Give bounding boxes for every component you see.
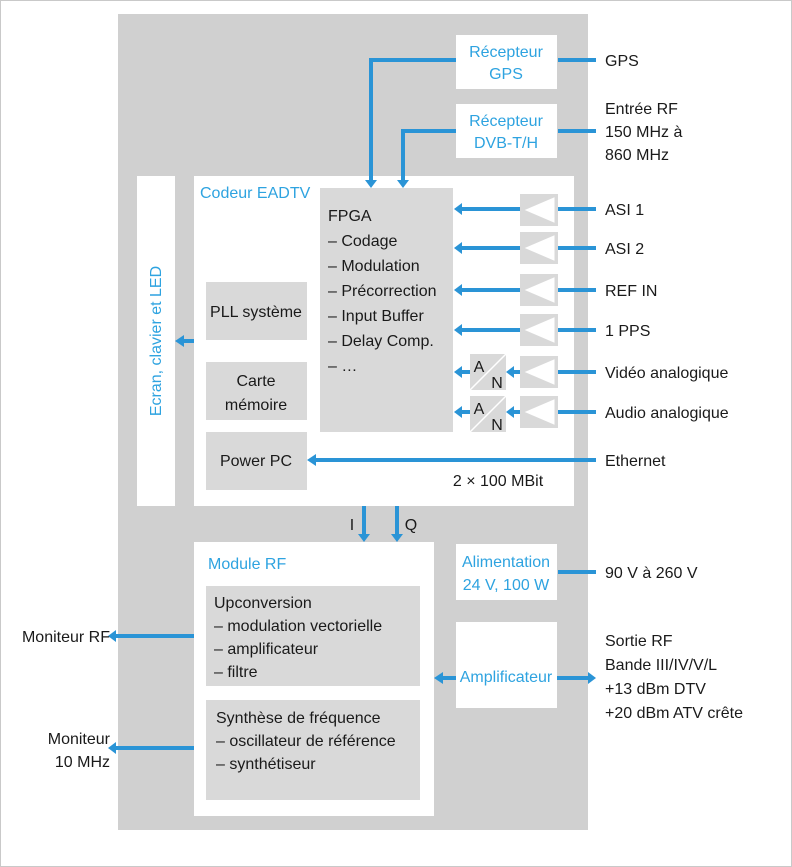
buffer-asi1-icon bbox=[524, 197, 555, 223]
adc-audio-n: N bbox=[491, 417, 503, 434]
io-gps: GPS bbox=[605, 53, 639, 70]
buffer-asi2-icon bbox=[524, 235, 555, 261]
fpga-line5: – Input Buffer bbox=[328, 308, 424, 325]
carte-line2: mémoire bbox=[225, 397, 287, 414]
fpga-line2: – Codage bbox=[328, 233, 397, 250]
alim-line1: Alimentation bbox=[462, 554, 550, 571]
wires bbox=[108, 58, 596, 754]
fpga-line6: – Delay Comp. bbox=[328, 333, 434, 350]
io-ethernet: Ethernet bbox=[605, 453, 666, 470]
input-buffers bbox=[520, 194, 558, 428]
amplificateur-label: Amplificateur bbox=[460, 669, 553, 686]
io-entree-rf-3: 860 MHz bbox=[605, 147, 669, 164]
iq-q-label: Q bbox=[405, 517, 417, 534]
upconv-line2: – modulation vectorielle bbox=[214, 618, 382, 635]
adc-video: A N bbox=[469, 353, 507, 392]
recepteur-dvb-block bbox=[456, 104, 557, 158]
upconv-line4: – filtre bbox=[214, 664, 258, 681]
buffer-video-icon bbox=[524, 359, 555, 385]
adc-video-a: A bbox=[474, 359, 485, 376]
io-moniteur-10-1: Moniteur bbox=[48, 731, 111, 748]
ecran-label: Ecran, clavier et LED bbox=[148, 266, 165, 416]
ecran-block bbox=[137, 176, 175, 506]
adc-video-n: N bbox=[491, 375, 503, 392]
carte-memoire-block bbox=[206, 362, 307, 420]
recepteur-gps-line1: Récepteur bbox=[469, 44, 543, 61]
carte-line1: Carte bbox=[236, 373, 275, 390]
io-moniteur-rf: Moniteur RF bbox=[22, 629, 110, 646]
synthese-line2: – oscillateur de référence bbox=[216, 733, 396, 750]
io-sortie-rf-4: +20 dBm ATV crête bbox=[605, 705, 743, 722]
buffer-pps-icon bbox=[524, 317, 555, 343]
adc-audio-a: A bbox=[474, 401, 485, 418]
io-moniteur-10-2: 10 MHz bbox=[55, 754, 110, 771]
buffer-refin-icon bbox=[524, 277, 555, 303]
io-power-in: 90 V à 260 V bbox=[605, 565, 698, 582]
upconv-line1: Upconversion bbox=[214, 595, 312, 612]
fpga-line4: – Précorrection bbox=[328, 283, 437, 300]
amplificateur-block bbox=[456, 622, 557, 708]
alimentation-block bbox=[456, 544, 557, 600]
fpga-line1: FPGA bbox=[328, 208, 372, 225]
synthese-line3: – synthétiseur bbox=[216, 756, 316, 773]
bus-label: 2 × 100 MBit bbox=[453, 473, 544, 490]
upconv-line3: – amplificateur bbox=[214, 641, 319, 658]
synthese-line1: Synthèse de fréquence bbox=[216, 710, 381, 727]
power-pc-block bbox=[206, 432, 307, 490]
io-video: Vidéo analogique bbox=[605, 365, 728, 382]
module-rf-label: Module RF bbox=[208, 556, 286, 573]
fpga-line7: – … bbox=[328, 358, 357, 375]
power-pc-label: Power PC bbox=[220, 453, 292, 470]
codeur-label: Codeur EADTV bbox=[200, 185, 311, 202]
io-entree-rf-2: 150 MHz à bbox=[605, 124, 682, 141]
upconversion-block bbox=[206, 586, 420, 686]
buffer-audio-icon bbox=[524, 399, 555, 425]
fpga-line3: – Modulation bbox=[328, 258, 420, 275]
io-asi2: ASI 2 bbox=[605, 241, 644, 258]
fpga-block bbox=[320, 188, 453, 432]
io-entree-rf-1: Entrée RF bbox=[605, 101, 678, 118]
io-ref-in: REF IN bbox=[605, 283, 657, 300]
recepteur-gps-block bbox=[456, 35, 557, 89]
pll-label: PLL système bbox=[210, 304, 302, 321]
synthese-block bbox=[206, 700, 420, 800]
pll-block bbox=[206, 282, 307, 340]
io-pps: 1 PPS bbox=[605, 323, 650, 340]
recepteur-dvb-line2: DVB-T/H bbox=[474, 135, 538, 152]
io-asi1: ASI 1 bbox=[605, 202, 644, 219]
iq-i-label: I bbox=[350, 517, 354, 534]
adc-audio: A N bbox=[469, 395, 507, 434]
alim-line2: 24 V, 100 W bbox=[463, 577, 550, 594]
io-sortie-rf-3: +13 dBm DTV bbox=[605, 681, 706, 698]
io-sortie-rf-2: Bande III/IV/V/L bbox=[605, 657, 717, 674]
recepteur-dvb-line1: Récepteur bbox=[469, 113, 543, 130]
io-audio: Audio analogique bbox=[605, 405, 729, 422]
recepteur-gps-line2: GPS bbox=[489, 66, 523, 83]
io-sortie-rf-1: Sortie RF bbox=[605, 633, 673, 650]
